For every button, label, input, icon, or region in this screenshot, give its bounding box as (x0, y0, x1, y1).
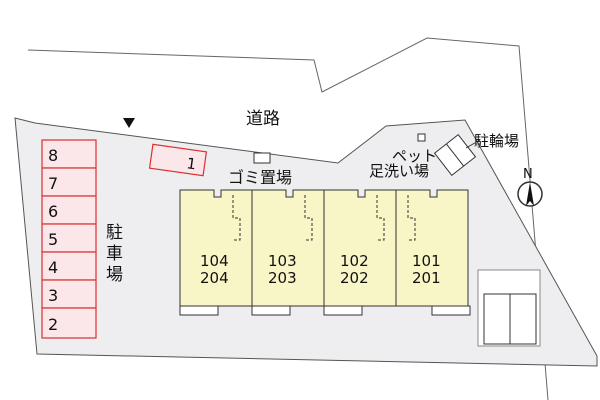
unit-101-bay (395, 189, 469, 307)
unit-104-bay (179, 189, 253, 307)
parking-space-7-label: 7 (48, 174, 58, 193)
parking-space-6-label: 6 (48, 202, 58, 221)
unit-203-label: 203 (268, 269, 297, 287)
pet-wash-label-line1: ペット (392, 147, 437, 165)
unit-103-bay (251, 189, 325, 307)
parking-spaces: 8 7 6 5 4 3 2 (41, 139, 97, 339)
unit-102-balcony (323, 305, 363, 316)
parking-space-3-label: 3 (48, 286, 58, 305)
parking-space-8-label: 8 (48, 146, 58, 165)
pet-wash-label-line2: 足洗い場 (369, 162, 429, 180)
garbage-area-icon (253, 152, 271, 164)
parking-space-1: 1 (148, 143, 208, 177)
road-label: 道路 (246, 109, 280, 129)
parking-space-1-label: 1 (185, 154, 197, 173)
parking-label-char-3: 場 (106, 265, 123, 285)
unit-104-stair-dashes (232, 195, 241, 241)
road-boundary-line (27, 37, 549, 400)
parking-space-5-label: 5 (48, 230, 58, 249)
compass-arrow-icon (526, 182, 534, 206)
unit-102-bay (323, 189, 397, 307)
garbage-area-label: ゴミ置場 (228, 168, 292, 187)
bicycle-parking-structure (433, 134, 477, 176)
parking-space-4-label: 4 (48, 258, 58, 277)
parking-label-char-2: 車 (106, 244, 123, 264)
lot-corner-box-left (483, 293, 511, 345)
parking-space-5 (41, 223, 97, 253)
unit-102-label: 102 (340, 252, 369, 270)
compass-label: N (523, 167, 533, 182)
lot-corner-box-right (509, 293, 537, 345)
parking-space-2 (41, 307, 97, 339)
unit-101-balcony (431, 305, 471, 316)
unit-204-label: 204 (200, 269, 229, 287)
unit-201-label: 201 (412, 269, 441, 287)
unit-103-stair-dashes (304, 195, 313, 241)
bicycle-parking-pointer (465, 139, 481, 149)
unit-202-label: 202 (340, 269, 369, 287)
parking-space-8 (41, 139, 97, 169)
parking-space-2-label: 2 (48, 315, 58, 334)
unit-101-label: 101 (412, 252, 441, 270)
building: 104 204 103 203 102 202 101 201 (179, 189, 471, 316)
parking-space-7 (41, 167, 97, 197)
bicycle-parking-label: 駐輪場 (474, 132, 519, 150)
parking-label-char-1: 駐 (106, 223, 123, 243)
unit-103-balcony (251, 305, 291, 316)
unit-102-stair-dashes (376, 195, 385, 241)
unit-104-balcony (179, 305, 219, 316)
entrance-arrow-icon (123, 118, 135, 128)
unit-104-label: 104 (200, 252, 229, 270)
parking-space-4 (41, 251, 97, 281)
pet-wash-icon (417, 133, 426, 142)
unit-103-label: 103 (268, 252, 297, 270)
unit-101-stair-dashes (407, 195, 416, 241)
